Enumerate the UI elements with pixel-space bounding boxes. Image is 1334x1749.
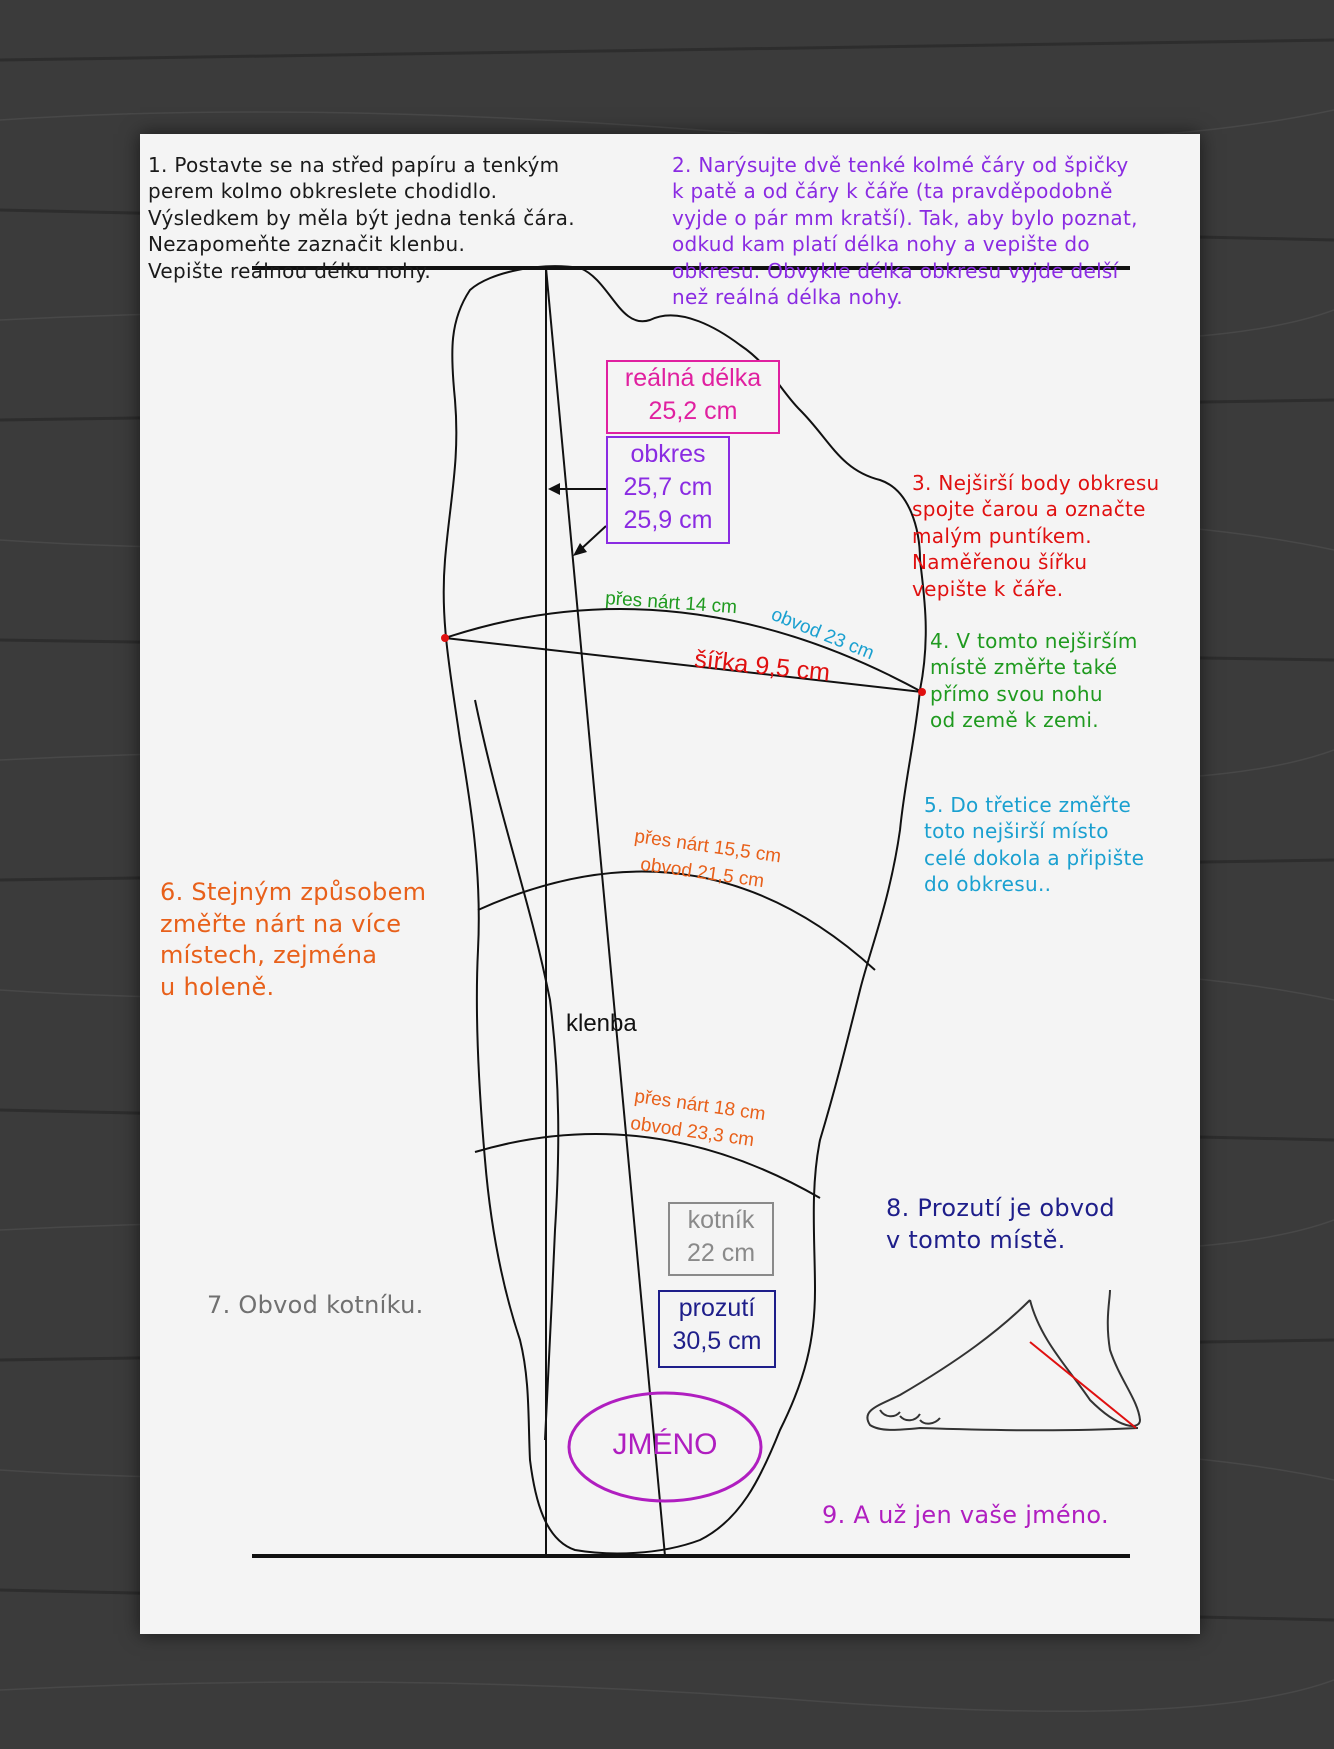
name-ellipse [567,1391,763,1503]
entry-value: 30,5 cm [672,1327,762,1355]
foot-outline [442,265,927,1555]
outline-length-value-2: 25,9 cm [623,506,713,534]
side-foot-sketch [866,1289,1142,1432]
step-6-text: 6. Stejným způsobem změřte nárt na více … [160,878,427,1002]
arrowhead-diagonal [573,543,587,556]
arch-line [474,699,560,1441]
step-5-text: 5. Do třetice změřte toto nejširší místo… [924,793,1145,897]
step-4-text: 4. V tomto nejširším místě změřte také p… [930,629,1138,733]
step-8-text: 8. Prozutí je obvod v tomto místě. [886,1194,1115,1254]
step-3-text: 3. Nejširší body obkresu spojte čarou a … [912,471,1160,601]
entry-line [1029,1341,1137,1429]
ankle-label: kotník [687,1206,755,1234]
step-7-text: 7. Obvod kotníku. [207,1291,424,1319]
entry-box: prozutí 30,5 cm [658,1290,776,1368]
ankle-box: kotník 22 cm [668,1202,774,1276]
width-line [444,637,923,693]
step-1-text: 1. Postavte se na střed papíru a tenkým … [148,153,575,283]
real-length-value: 25,2 cm [648,397,738,425]
outline-length-box: obkres 25,7 cm 25,9 cm [606,436,730,544]
arch-label: klenba [566,1010,637,1037]
arrow-to-diagonal [579,525,607,551]
width-point-right [918,688,926,696]
outline-length-value-1: 25,7 cm [623,473,713,501]
arrowhead-vertical [548,483,560,495]
diagonal-length-line [545,267,666,1557]
step-2-text: 2. Narýsujte dvě tenké kolmé čáry od špi… [672,153,1138,309]
width-arc-1 [444,608,923,693]
width-arc-3 [474,1132,821,1199]
step-9-text: 9. A už jen vaše jméno. [822,1501,1109,1529]
real-length-label: reálná délka [624,364,762,392]
ankle-value: 22 cm [686,1239,756,1267]
real-length-box: reálná délka 25,2 cm [606,360,780,434]
outline-length-label: obkres [630,440,706,468]
width-arc-2 [477,870,876,971]
entry-label: prozutí [678,1294,756,1322]
width-point-left [441,634,449,642]
name-label: JMÉNO [612,1428,718,1461]
